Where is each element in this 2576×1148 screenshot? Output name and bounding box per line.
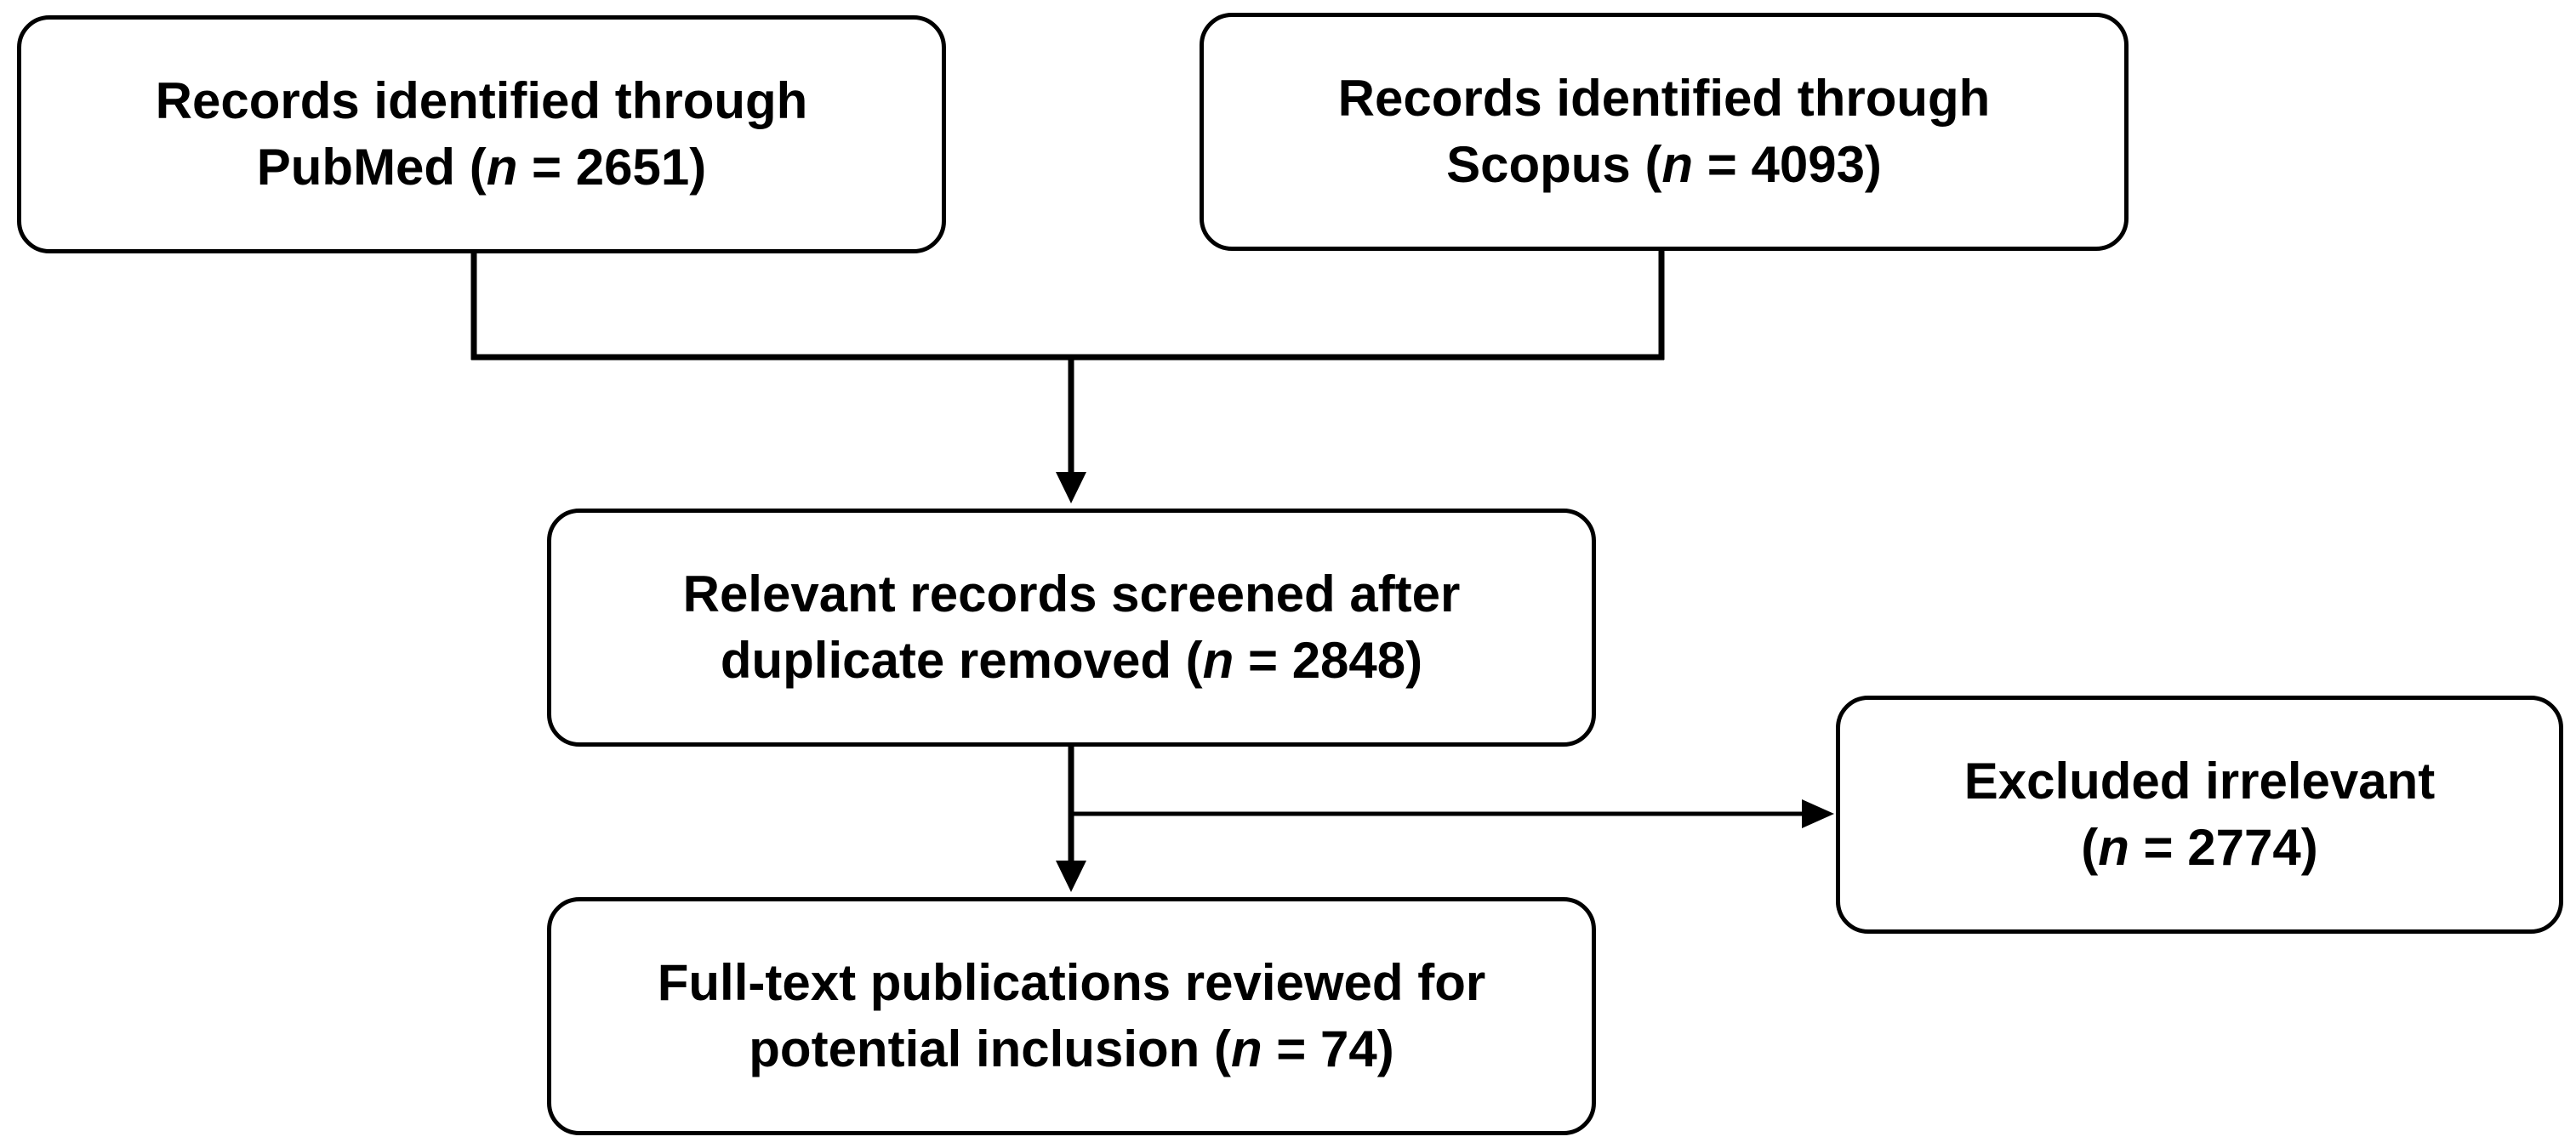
screened-line2: duplicate removed (n = 2848)	[721, 628, 1422, 694]
excluded-line2: (n = 2774)	[2081, 815, 2317, 881]
pubmed-line1: Records identified through	[155, 72, 808, 129]
screened-records-box: Relevant records screened after duplicat…	[547, 509, 1596, 747]
screened-to-fulltext-arrowhead	[1056, 861, 1086, 892]
excluded-records-box: Excluded irrelevant (n = 2774)	[1836, 696, 2563, 934]
fulltext-line2: potential inclusion (n = 74)	[749, 1016, 1393, 1083]
merge-to-screened-arrowhead	[1056, 472, 1086, 503]
fulltext-line1: Full-text publications reviewed for	[657, 954, 1486, 1011]
scopus-records-box: Records identified through Scopus (n = 4…	[1200, 13, 2129, 251]
screened-n-symbol: n	[1202, 632, 1234, 689]
excluded-prefix: (	[2081, 819, 2099, 876]
pubmed-n-symbol: n	[486, 139, 518, 196]
screened-prefix: duplicate removed (	[720, 632, 1203, 689]
scopus-line1: Records identified through	[1337, 70, 1991, 127]
scopus-count: = 4093)	[1693, 136, 1882, 193]
fulltext-review-box: Full-text publications reviewed for pote…	[547, 897, 1596, 1135]
fulltext-n-symbol: n	[1230, 1020, 1262, 1077]
excluded-line1: Excluded irrelevant	[1963, 753, 2436, 810]
screened-count: = 2848)	[1234, 632, 1423, 689]
screened-line1: Relevant records screened after	[682, 565, 1461, 622]
pubmed-line2: PubMed (n = 2651)	[257, 134, 706, 201]
fulltext-prefix: potential inclusion (	[749, 1020, 1231, 1077]
scopus-prefix: Scopus (	[1446, 136, 1662, 193]
excluded-count: = 2774)	[2129, 819, 2318, 876]
fulltext-count: = 74)	[1262, 1020, 1394, 1077]
excluded-branch-arrowhead	[1802, 799, 1834, 828]
pubmed-count: = 2651)	[517, 139, 707, 196]
scopus-line2: Scopus (n = 4093)	[1446, 132, 1882, 198]
scopus-n-symbol: n	[1661, 136, 1694, 193]
excluded-n-symbol: n	[2098, 819, 2129, 876]
pubmed-prefix: PubMed (	[256, 139, 487, 196]
pubmed-records-box: Records identified through PubMed (n = 2…	[17, 15, 946, 253]
